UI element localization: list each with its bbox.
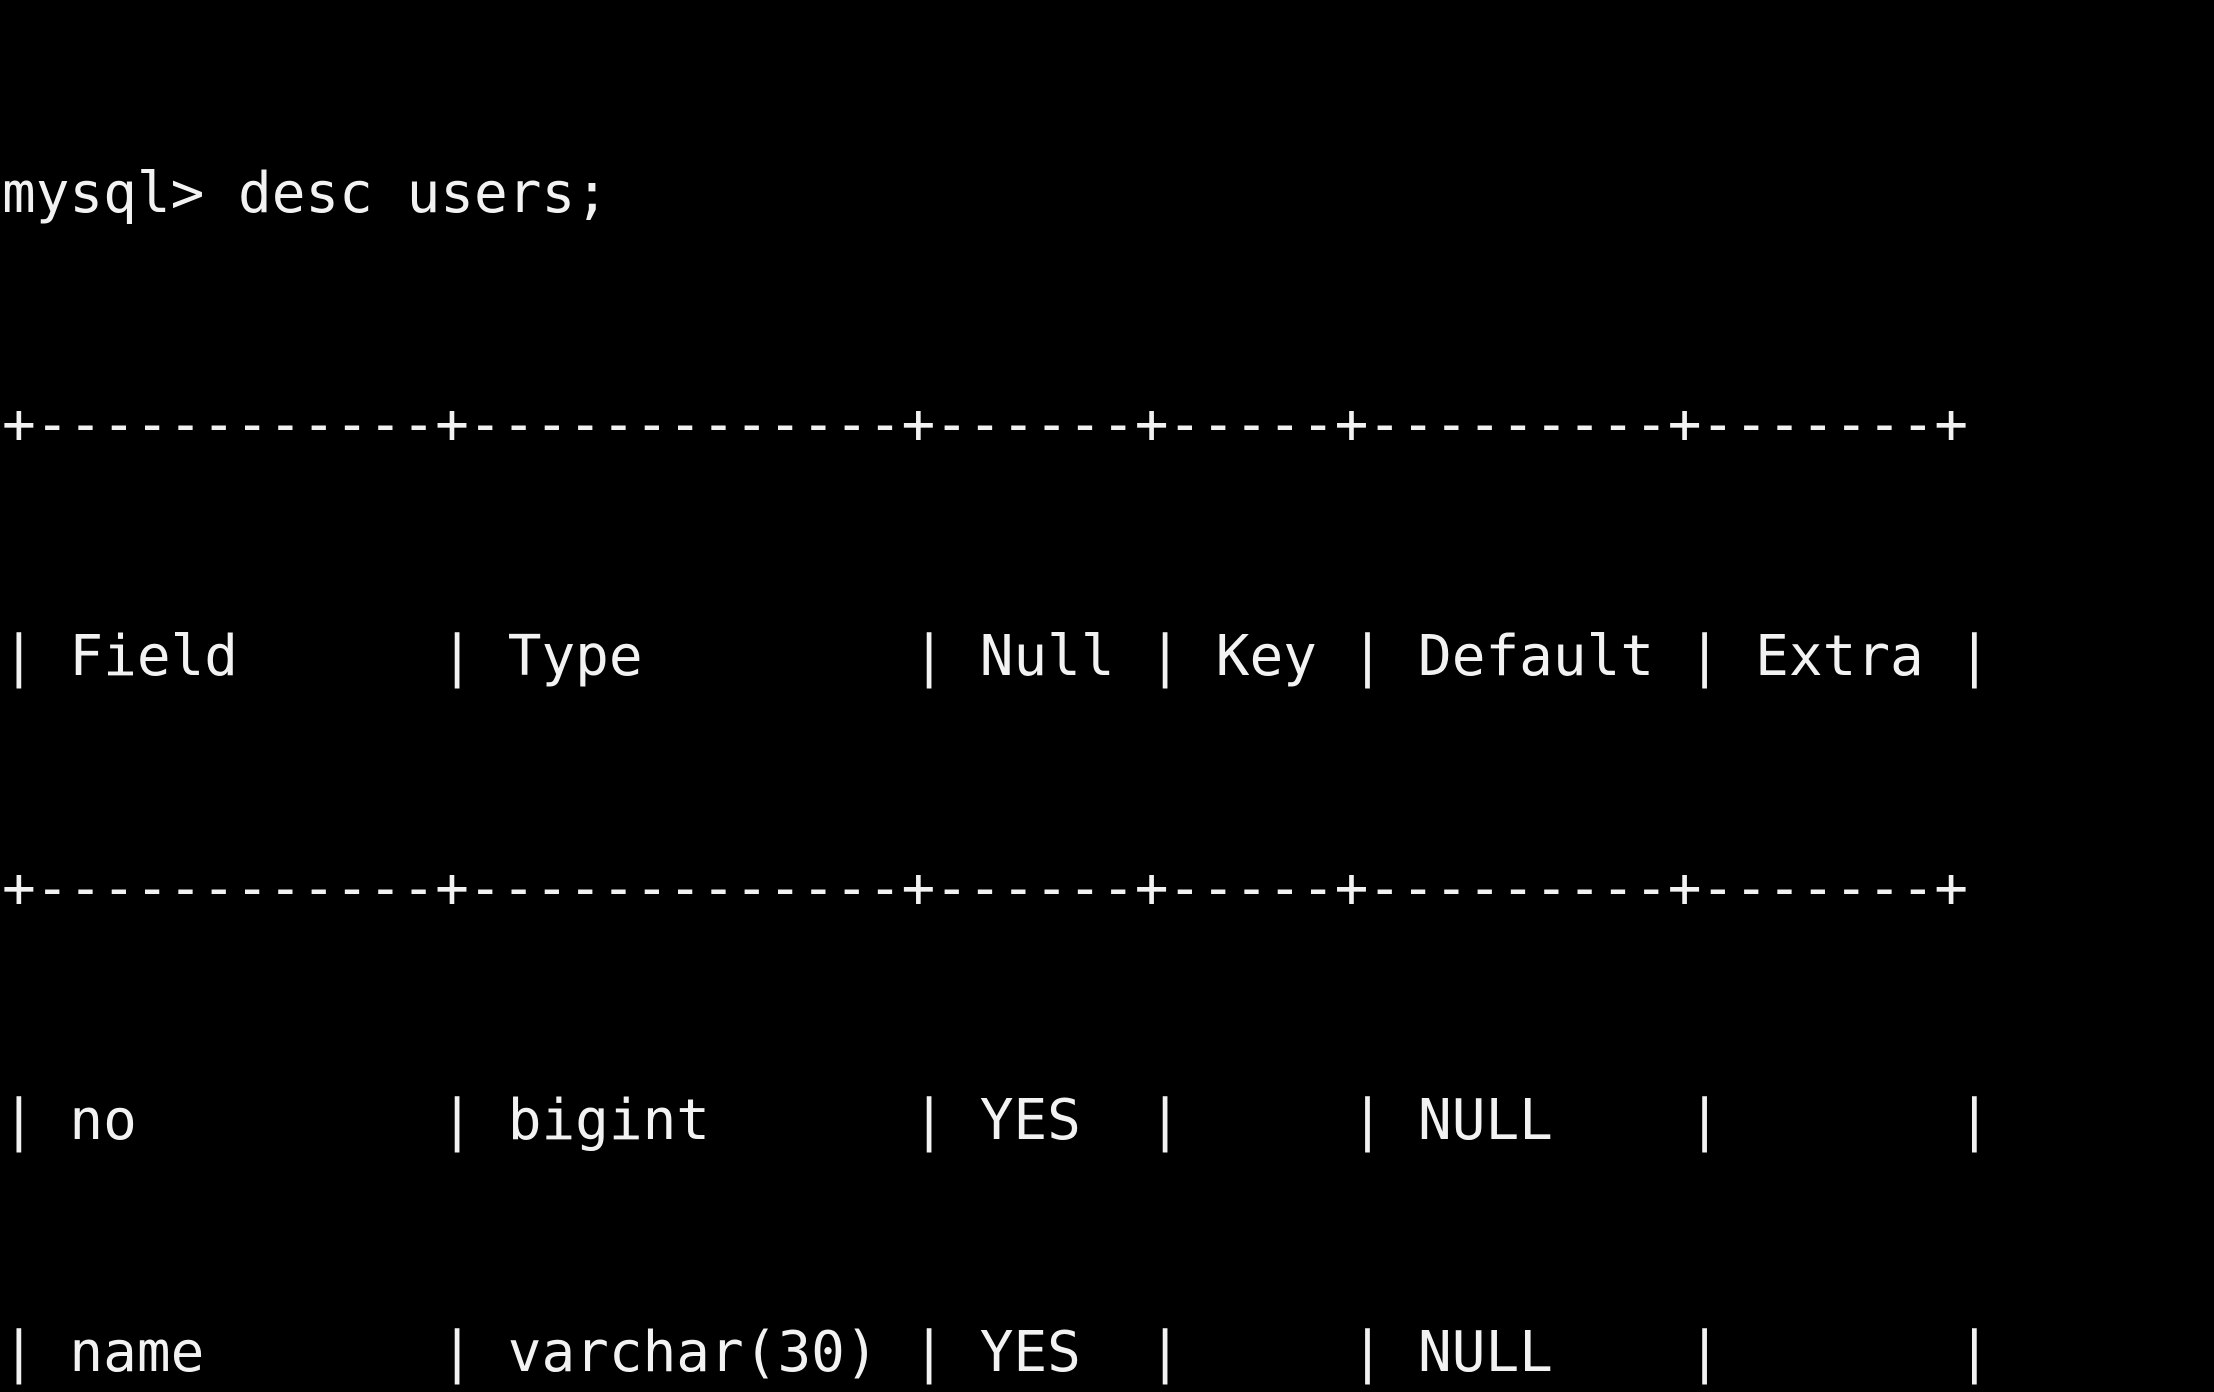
- table-row: | no | bigint | YES | | NULL | |: [2, 1088, 1992, 1154]
- table-rule-middle: +------------+-------------+------+-----…: [2, 856, 1968, 922]
- prompt-line: mysql> desc users;: [2, 160, 609, 226]
- table-header-row: | Field | Type | Null | Key | Default | …: [2, 624, 1992, 690]
- table-rule-top: +------------+-------------+------+-----…: [2, 392, 1968, 458]
- table-row: | name | varchar(30) | YES | | NULL | |: [2, 1320, 1992, 1386]
